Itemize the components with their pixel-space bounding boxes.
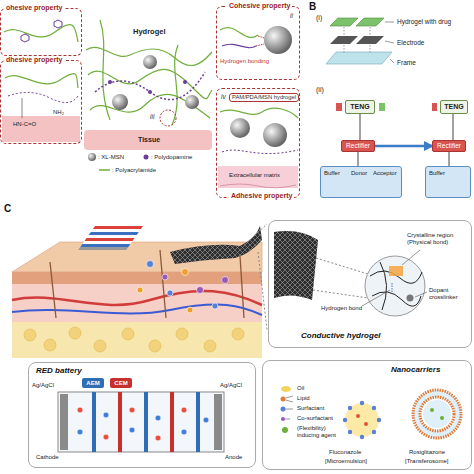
rectifier-box: Rectifier bbox=[341, 140, 375, 152]
panel-heading: Cohesive property bbox=[227, 2, 292, 10]
connector bbox=[360, 114, 361, 140]
polydopamine-dots bbox=[108, 80, 187, 94]
chamber-label: Buffer bbox=[429, 170, 445, 177]
property-panel: ohesive property bbox=[0, 8, 82, 56]
property-panel: Cohesive propertyiiHydrogen bonding bbox=[216, 6, 300, 80]
legend-text: Surfactant bbox=[297, 405, 324, 412]
region-label: Hydrogel bbox=[133, 28, 166, 37]
box-label: Rectifier bbox=[437, 142, 461, 149]
callout: Hydrogen bond bbox=[321, 305, 362, 312]
carrier-type: [Transferosome] bbox=[405, 458, 448, 465]
layer-label: Hydrogel with drug bbox=[397, 18, 451, 25]
panel-heading: dhesive property bbox=[4, 56, 64, 64]
connector bbox=[453, 114, 454, 140]
legend-text: : Polydopamine bbox=[151, 154, 192, 161]
drug-name: Fluconazole bbox=[329, 449, 361, 456]
sub-panel-label: (ii) bbox=[316, 86, 324, 94]
box-label: Rectifier bbox=[346, 142, 370, 149]
chemical-group: HN-C=O bbox=[13, 121, 36, 128]
membrane-tag: AEM bbox=[82, 378, 104, 388]
chemical-group: NH₂ bbox=[53, 109, 64, 116]
property-panel: dhesive propertyHN-C=ONH₂ bbox=[0, 60, 82, 144]
teng-box: TENG bbox=[345, 100, 375, 114]
legend-text: (Flexibility) inducing agent bbox=[297, 425, 343, 439]
bond-label: Hydrogen bonding bbox=[220, 58, 269, 65]
panel-letter: C bbox=[4, 203, 11, 215]
inset-title: Nanocarriers bbox=[391, 365, 440, 374]
chamber-label: Buffer bbox=[324, 170, 340, 177]
tissue bbox=[84, 130, 212, 150]
panel-numeral: iii bbox=[150, 113, 154, 120]
teng-box: TENG bbox=[440, 100, 468, 114]
box-label: CEM bbox=[114, 380, 127, 387]
legend-text: Lipid bbox=[297, 395, 310, 402]
callout: Crystalline region (Physical bond) bbox=[407, 232, 465, 246]
panel-heading: ohesive property bbox=[4, 4, 64, 12]
region-label: Extracellular matrix bbox=[229, 172, 280, 179]
connector bbox=[449, 152, 450, 166]
box-label: TENG bbox=[444, 103, 463, 111]
panel-numeral: iv bbox=[221, 93, 226, 100]
legend-text: Oil bbox=[297, 385, 304, 392]
chamber-label: Donor bbox=[351, 170, 367, 177]
chamber-label: Acceptor bbox=[373, 170, 397, 177]
inset-panel: RED batteryAg/AgCl Ag/AgClCathode Anode AEM… bbox=[28, 362, 256, 468]
electrode-label: Ag/AgCl bbox=[220, 382, 242, 389]
polydopamine bbox=[95, 72, 205, 100]
property-panel: Adhesive property ivPAM/PDA/MSN hydrogelE… bbox=[216, 88, 300, 198]
rectifier-box: Rectifier bbox=[432, 140, 466, 152]
polymer-chains bbox=[86, 20, 212, 125]
panel-letter: B bbox=[309, 1, 316, 13]
callout: Dopant crosslinker bbox=[429, 287, 469, 301]
connector bbox=[375, 145, 432, 148]
panel-numeral: ii bbox=[290, 12, 293, 19]
electrode-label: Anode bbox=[225, 454, 242, 461]
chamber-box: Buffer bbox=[425, 166, 471, 198]
inset-panel: Conductive hydrogel Crystalline region (P… bbox=[268, 220, 472, 348]
sub-panel-label: (i) bbox=[316, 14, 322, 22]
msn-spheres bbox=[112, 55, 199, 110]
connector bbox=[358, 152, 359, 166]
legend-text: : Polyacrylamide bbox=[112, 167, 156, 174]
electrode-label: Ag/AgCl bbox=[32, 382, 54, 389]
inset-title: RED battery bbox=[36, 366, 82, 375]
legend-text: Co-surfactant bbox=[297, 415, 333, 422]
panel-heading: Adhesive property bbox=[229, 192, 294, 200]
chamber-box: Buffer Donor Acceptor bbox=[320, 166, 402, 198]
carrier-type: [Microemulsion] bbox=[325, 458, 367, 465]
inset-title: Conductive hydrogel bbox=[301, 331, 381, 340]
region-label: Tissue bbox=[138, 136, 160, 144]
electrode-label: Cathode bbox=[36, 454, 59, 461]
membrane-tag: CEM bbox=[110, 378, 132, 388]
zoom-circle bbox=[160, 110, 176, 126]
layer-label: Electrode bbox=[397, 39, 424, 46]
box-label: AEM bbox=[86, 380, 99, 387]
drug-name: Rosiglitazone bbox=[409, 449, 445, 456]
legend-text: : XL-MSN bbox=[98, 154, 124, 161]
layer-label: Frame bbox=[397, 59, 416, 66]
box-label: TENG bbox=[350, 103, 369, 111]
material-tag: PAM/PDA/MSN hydrogel bbox=[229, 93, 299, 102]
inset-panel: NanocarriersOilLipidSurfactantCo-surfact… bbox=[262, 360, 472, 470]
